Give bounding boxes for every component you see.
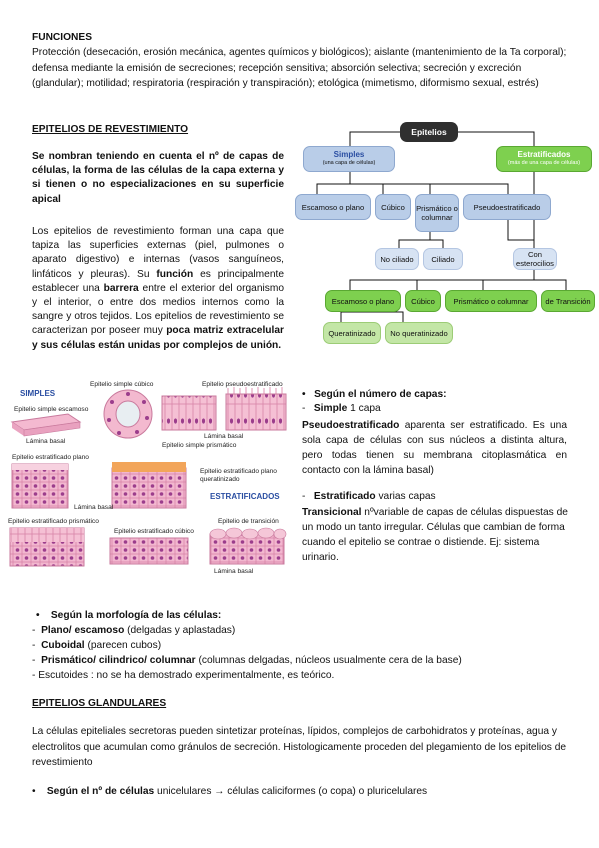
capas-pseudo: Pseudoestratificado aparenta ser estrati… xyxy=(302,420,567,476)
revestimiento-intro: Se nombran teniendo en cuenta el nº de c… xyxy=(32,151,284,205)
glandulares-bullet: • Según el nº de células unicelulares → … xyxy=(32,786,428,797)
funciones-text: Protección (desecación, erosión mecánica… xyxy=(32,47,567,89)
node-prismatico-simple: Prismático o columnar xyxy=(415,194,459,232)
glandulares-text: La células epiteliales secretoras pueden… xyxy=(32,726,567,768)
illus-label-simple-prismatico: Epitelio simple prismático xyxy=(162,442,237,449)
illus-label-lamina-1: Lámina basal xyxy=(26,438,66,445)
capas-simple: - Simple 1 capa xyxy=(302,403,381,414)
illus-label-lamina-3: Lámina basal xyxy=(74,504,114,511)
illus-label-estrat-cubico: Epitelio estratificado cúbico xyxy=(114,528,194,535)
tree-connectors xyxy=(316,131,567,322)
node-con-esterocilios: Con esterocilios xyxy=(513,248,557,270)
illus-label-simple-cubico: Epitelio simple cúbico xyxy=(90,381,154,388)
capas-transicional: Transicional nºvariable de capas de célu… xyxy=(302,507,568,563)
revestimiento-title: EPITELIOS DE REVESTIMIENTO xyxy=(32,124,189,135)
illus-label-lamina-4: Lámina basal xyxy=(214,568,254,575)
capas-heading: • Según el número de capas: xyxy=(302,389,447,400)
illus-label-estrat-queratinizado: Epitelio estratificado plano queratiniza… xyxy=(200,468,277,483)
node-escamoso-simple: Escamoso o plano xyxy=(295,194,371,220)
morfologia-heading: • Según la morfología de las células: xyxy=(36,610,222,621)
capas-estratificado: - Estratificado varias capas xyxy=(302,491,436,502)
node-cubico-simple: Cúbico xyxy=(375,194,411,220)
morfologia-item-plano: - Plano/ escamoso (delgadas y aplastadas… xyxy=(32,625,236,636)
node-estratificados: Estratificados (más de una capa de célul… xyxy=(496,146,592,172)
illus-estratificados-label: ESTRATIFICADOS xyxy=(210,492,280,501)
node-epitelios: Epitelios xyxy=(400,122,458,142)
node-no-queratinizado: No queratinizado xyxy=(385,322,453,344)
morfologia-item-prismatico: - Prismático/ cilindrico/ columnar (colu… xyxy=(32,655,462,666)
illus-label-simple-escamoso: Epitelio simple escamoso xyxy=(14,406,89,413)
node-cubico-estratificado: Cúbico xyxy=(405,290,441,312)
funciones-title: FUNCIONES xyxy=(32,32,92,43)
illus-label-estrat-plano: Epitelio estratificado plano xyxy=(12,454,89,461)
node-transicion: de Transición xyxy=(541,290,595,312)
node-no-ciliado: No ciliado xyxy=(375,248,419,270)
illus-label-pseudo: Epitelio pseudoestratificado xyxy=(202,381,283,388)
node-escamoso-estratificado: Escamoso o plano xyxy=(325,290,401,312)
epitelios-tree-diagram: Epitelios Simples (una capa de células) … xyxy=(293,116,599,348)
glandulares-title: EPITELIOS GLANDULARES xyxy=(32,698,167,709)
illus-simples-label: SIMPLES xyxy=(20,389,56,398)
revestimiento-paragraph: Los epitelios de revestimiento forman un… xyxy=(32,226,284,351)
node-prismatico-estratificado: Prismático o columnar xyxy=(445,290,537,312)
node-simples: Simples (una capa de células) xyxy=(303,146,395,172)
node-queratinizado: Queratinizado xyxy=(323,322,381,344)
morfologia-item-cuboidal: - Cuboidal (parecen cubos) xyxy=(32,640,162,651)
tissue-drawings xyxy=(9,387,287,567)
illus-label-estrat-prismatico: Epitelio estratificado prismático xyxy=(8,518,99,525)
node-pseudoestratificado: Pseudoestratificado xyxy=(463,194,551,220)
illus-label-transicion: Epitelio de transición xyxy=(218,518,279,525)
illus-label-lamina-2: Lámina basal xyxy=(204,433,244,440)
epitelios-illustration: SIMPLES ESTRATIFICADOS Epitelio simple c… xyxy=(4,378,290,576)
morfologia-item-escutoides: - Escutoides : no se ha demostrado exper… xyxy=(32,670,335,681)
node-ciliado: Ciliado xyxy=(423,248,463,270)
